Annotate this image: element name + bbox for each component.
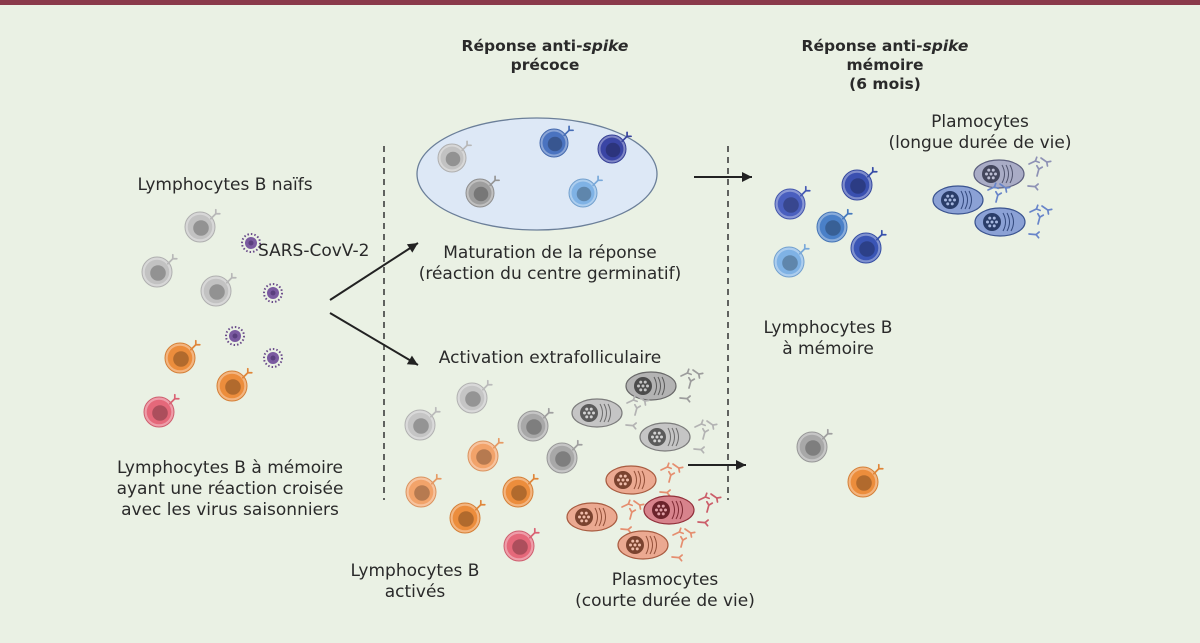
plasma-cell-short-icon: [605, 462, 684, 497]
header-memory-line2: mémoire: [846, 56, 924, 74]
plasma-cell-long-icon: [932, 182, 1011, 217]
header-early-italic: spike: [582, 37, 629, 55]
label-cross-memory-l1: Lymphocytes B à mémoire: [117, 458, 343, 478]
label-activated-b-l2: activés: [384, 582, 446, 602]
gc-b-cell-icon: [437, 140, 472, 173]
gc-b-cell-icon: [465, 175, 500, 208]
label-maturation-l2: (réaction du centre germinatif): [418, 264, 682, 284]
gc-b-cell-icon: [597, 131, 632, 164]
naive-b-cell-icon: [184, 208, 221, 243]
label-maturation-l1: Maturation de la réponse: [443, 243, 657, 263]
plasma-cell-short-icon: [617, 527, 696, 562]
activated-b-cell-icon: [503, 527, 540, 562]
memory-b-cell-icon: [143, 393, 180, 428]
label-virus: SARS-CovV-2: [258, 241, 370, 261]
label-naive-b: Lymphocytes B naïfs: [137, 175, 313, 195]
arrow-to-maturation: [329, 242, 419, 301]
activated-b-cell-icon: [405, 473, 442, 508]
naive-b-cell-icon: [200, 272, 237, 307]
label-cross-memory: Lymphocytes B à mémoire ayant une réacti…: [80, 458, 380, 521]
label-plasmocytes-long: Plamocytes (longue durée de vie): [880, 112, 1080, 154]
arrow-to-memory-top: [694, 172, 752, 182]
header-memory-line3: (6 mois): [849, 75, 921, 93]
label-extrafollicular: Activation extrafolliculaire: [438, 348, 662, 368]
label-memory-b-l1: Lymphocytes B: [763, 318, 893, 338]
memory-b-cell-icon: [773, 243, 810, 278]
plasma-cell-short-icon: [571, 395, 650, 430]
virus-icon: [263, 283, 283, 303]
memory-b-cell-icon: [216, 367, 253, 402]
naive-b-cell-icon: [141, 253, 178, 288]
label-plasmocytes-long-l1: Plamocytes: [931, 112, 1029, 132]
label-plasmocytes-long-l2: (longue durée de vie): [888, 133, 1072, 153]
memory-b-cell-icon: [841, 166, 878, 201]
label-memory-b-l2: à mémoire: [782, 339, 874, 359]
plasma-cell-short-icon: [625, 368, 704, 403]
label-cross-memory-l2: ayant une réaction croisée: [116, 479, 344, 499]
gc-b-cell-icon: [539, 125, 574, 158]
plasma-cell-long-icon: [974, 204, 1053, 239]
plasma-cell-short-icon: [639, 419, 718, 454]
label-plasmocytes-short-l1: Plasmocytes: [611, 570, 719, 590]
top-accent-bar: [0, 0, 1200, 5]
memory-b-cell-icon: [850, 229, 887, 264]
memory-b-cell-icon: [847, 463, 884, 498]
arrow-to-extrafollicular: [329, 312, 419, 366]
header-memory-italic: spike: [922, 37, 969, 55]
virus-icon: [241, 233, 261, 253]
plasma-cell-short-icon: [643, 492, 722, 527]
memory-b-cell-icon: [816, 208, 853, 243]
activated-b-cell-icon: [502, 473, 539, 508]
memory-b-cell-icon: [774, 185, 811, 220]
memory-b-cell-icon: [164, 339, 201, 374]
activated-b-cell-icon: [449, 499, 486, 534]
label-activated-b: Lymphocytes B activés: [335, 561, 495, 603]
label-cross-memory-l3: avec les virus saisonniers: [121, 500, 339, 520]
activated-b-cell-icon: [467, 437, 504, 472]
header-early-line2: précoce: [510, 56, 580, 74]
arrow-to-memory-bottom: [688, 460, 746, 470]
memory-b-cell-icon: [796, 428, 833, 463]
label-activated-b-l1: Lymphocytes B: [350, 561, 480, 581]
header-memory-prefix: Réponse anti-: [801, 37, 923, 55]
virus-icon: [263, 348, 283, 368]
label-plasmocytes-short-l2: (courte durée de vie): [575, 591, 755, 611]
activated-b-cell-icon: [546, 439, 583, 474]
plasma-cell-long-icon: [973, 156, 1052, 191]
header-early: Réponse anti-spike précoce: [430, 37, 660, 75]
label-memory-b: Lymphocytes B à mémoire: [748, 318, 908, 360]
activated-b-cell-icon: [404, 406, 441, 441]
plasma-cell-short-icon: [566, 499, 645, 534]
header-memory: Réponse anti-spike mémoire (6 mois): [770, 37, 1000, 94]
label-maturation: Maturation de la réponse (réaction du ce…: [395, 243, 705, 285]
activated-b-cell-icon: [517, 407, 554, 442]
germinal-center: [416, 117, 658, 231]
activated-b-cell-icon: [456, 379, 493, 414]
header-early-prefix: Réponse anti-: [461, 37, 583, 55]
label-plasmocytes-short: Plasmocytes (courte durée de vie): [560, 570, 770, 612]
virus-icon: [225, 326, 245, 346]
gc-b-cell-icon: [568, 175, 603, 208]
